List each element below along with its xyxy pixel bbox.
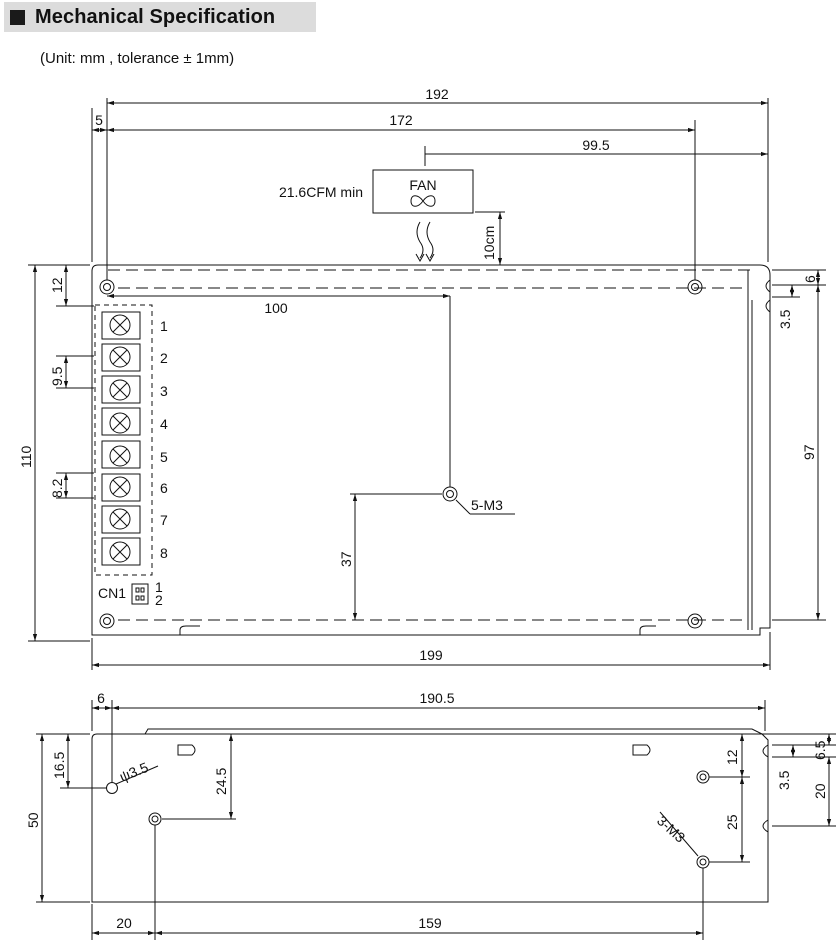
side-dim-24-5: 24.5 <box>213 768 229 795</box>
side-dim-190-5: 190.5 <box>419 690 454 706</box>
fan-label: FAN <box>409 177 436 193</box>
side-dim-hole-dia: ψ3.5 <box>117 759 150 785</box>
dim-199: 199 <box>419 647 443 663</box>
dim-8-2: 8.2 <box>49 478 65 498</box>
terminal-4: 4 <box>160 416 168 432</box>
fan-infinity-icon <box>410 195 436 207</box>
terminal-2: 2 <box>160 350 168 366</box>
mount-label-3m3: 3-M3 <box>654 812 689 845</box>
section-title: Mechanical Specification <box>35 5 276 28</box>
side-dim-6: 6 <box>97 690 105 706</box>
dim-37: 37 <box>338 551 354 567</box>
terminal-8: 8 <box>160 545 168 561</box>
dim-10cm: 10cm <box>481 226 497 260</box>
side-hole-left <box>148 812 162 826</box>
terminal-5: 5 <box>160 449 168 465</box>
terminal-3: 3 <box>160 383 168 399</box>
side-view-outline <box>91 733 769 903</box>
airflow-arrow-icon <box>416 221 434 259</box>
side-dim-6-5: 6.5 <box>812 740 828 760</box>
fan-airflow: 21.6CFM min <box>279 184 363 200</box>
cn1-pin-2: 2 <box>155 592 163 608</box>
mount-hole-top-left <box>99 279 115 295</box>
mount-hole-bottom-right <box>687 613 703 629</box>
cn1-pin-1: 1 <box>155 579 163 595</box>
terminal-1: 1 <box>160 318 168 334</box>
terminal-6: 6 <box>160 480 168 496</box>
unit-note: (Unit: mm , tolerance ± 1mm) <box>40 50 235 67</box>
top-view-outline <box>91 264 771 636</box>
dim-100: 100 <box>264 300 288 316</box>
fan-box <box>372 169 474 214</box>
dim-5: 5 <box>95 112 103 128</box>
mount-hole-top-right <box>687 279 703 295</box>
dim-172: 172 <box>389 112 413 128</box>
top-view-labels: 192 5 172 99.5 FAN 21.6CFM min 10cm 12 6… <box>18 86 818 663</box>
cn1-connector-icon <box>131 583 149 605</box>
dim-99-5: 99.5 <box>582 137 609 153</box>
top-view <box>28 98 826 670</box>
side-hole-right-bottom <box>696 855 710 869</box>
hole-3-5 <box>106 782 118 794</box>
dim-9-5: 9.5 <box>49 366 65 386</box>
mount-label-5m3: 5-M3 <box>471 497 503 513</box>
terminal-7: 7 <box>160 512 168 528</box>
side-dim-12: 12 <box>724 749 740 765</box>
section-header: Mechanical Specification <box>4 2 316 32</box>
side-dim-16-5: 16.5 <box>51 752 67 779</box>
cn1-label: CN1 <box>98 585 126 601</box>
side-hole-right-top <box>696 770 710 784</box>
dim-110: 110 <box>18 445 34 468</box>
dim-192: 192 <box>425 86 449 102</box>
mount-hole-bottom-left <box>99 613 115 629</box>
dim-12: 12 <box>49 277 65 293</box>
dim-97: 97 <box>801 444 817 460</box>
dim-6: 6 <box>802 275 818 283</box>
side-dim-50: 50 <box>25 812 41 828</box>
side-view-labels: 6 190.5 16.5 ψ3.5 24.5 50 12 25 3.5 6.5 … <box>25 690 828 931</box>
side-dim-25: 25 <box>724 814 740 830</box>
square-bullet-icon <box>10 9 25 25</box>
side-dim-20-right: 20 <box>812 783 828 799</box>
mount-hole-center <box>442 486 458 502</box>
side-dim-3-5: 3.5 <box>776 770 792 790</box>
dim-3-5: 3.5 <box>777 309 793 329</box>
side-view <box>36 700 836 940</box>
terminal-screws <box>101 311 141 566</box>
side-dim-20-bottom: 20 <box>116 915 132 931</box>
side-dim-159: 159 <box>418 915 442 931</box>
terminal-block <box>94 304 153 576</box>
